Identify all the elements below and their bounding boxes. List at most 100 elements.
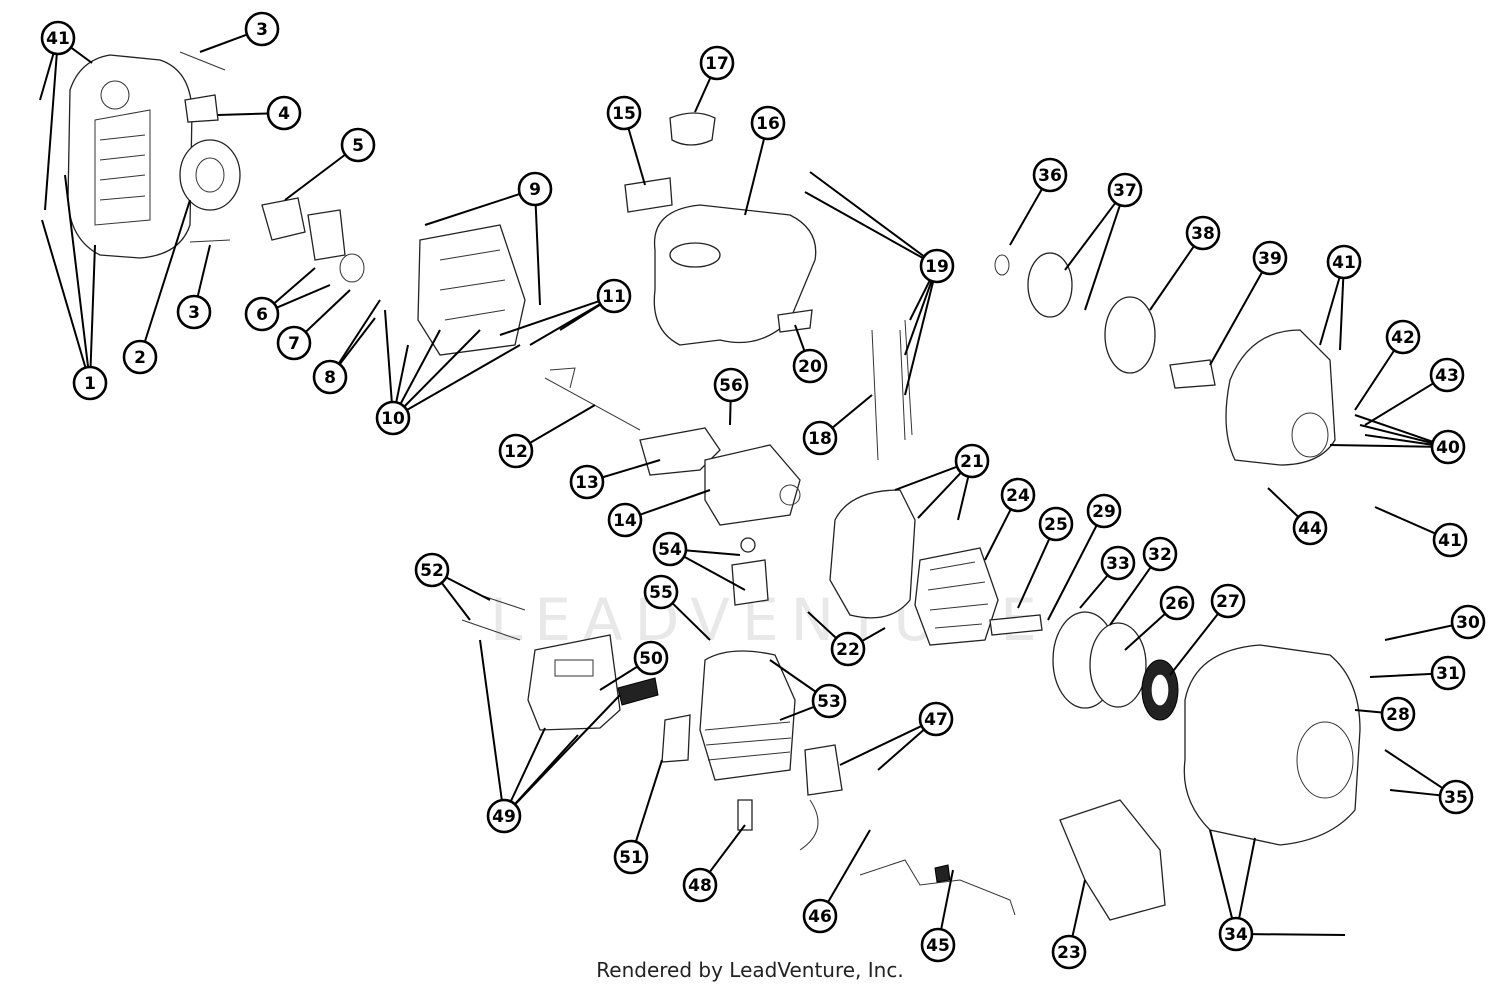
callout-label: 35 <box>1444 788 1468 808</box>
callout-circle <box>1185 215 1221 251</box>
leader-line-c37-0 <box>1064 202 1117 271</box>
leader-line-c1-0 <box>41 219 87 368</box>
footer-credit: Rendered by LeadVenture, Inc. <box>596 958 904 982</box>
leader-line-c22-1 <box>861 627 886 642</box>
leader-line-c35-0 <box>1384 749 1444 790</box>
leader-line-c3a-0 <box>199 33 248 53</box>
leader-line-c35-1 <box>1389 789 1441 797</box>
callout-c43: 43 <box>1429 357 1465 393</box>
leader-line-c38-0 <box>1149 245 1195 311</box>
leader-line-c41c-0 <box>1374 506 1436 535</box>
leader-line-c16-0 <box>744 138 766 216</box>
callout-label: 44 <box>1298 519 1322 539</box>
leader-line-c51-0 <box>634 759 663 843</box>
leader-line-c54-0 <box>685 549 741 556</box>
callout-label: 1 <box>84 374 96 394</box>
callout-circle <box>1432 522 1468 558</box>
callout-circle <box>486 798 522 834</box>
leader-line-c42-0 <box>1354 349 1396 411</box>
callout-label: 48 <box>688 876 712 896</box>
callout-c53: 53 <box>811 683 847 719</box>
callout-circle <box>606 95 642 131</box>
callout-label: 27 <box>1216 592 1240 612</box>
callout-label: 19 <box>925 257 949 277</box>
leader-line-c41a-1 <box>70 46 93 64</box>
callout-c30: 30 <box>1450 604 1486 640</box>
callout-circle <box>830 631 866 667</box>
leader-line-c34-2 <box>1251 933 1346 936</box>
callout-circle <box>633 640 669 676</box>
callout-label: 20 <box>798 357 822 377</box>
callout-circle <box>1107 172 1143 208</box>
callout-label: 43 <box>1435 366 1459 386</box>
leader-line-c53-1 <box>779 705 815 721</box>
callout-circle <box>244 11 280 47</box>
callout-c45: 45 <box>920 927 956 963</box>
callout-label: 55 <box>649 583 673 603</box>
callout-label: 41 <box>1332 253 1356 273</box>
callout-label: 41 <box>1438 531 1462 551</box>
leader-line-c2-0 <box>143 199 191 343</box>
leader-line-c19-2 <box>909 279 931 321</box>
callout-circle <box>122 339 158 375</box>
callout-c1: 1 <box>72 365 108 401</box>
callout-circle <box>1218 916 1254 952</box>
leader-line-c28-0 <box>1354 709 1383 714</box>
callout-circle <box>1100 545 1136 581</box>
callout-circle <box>811 683 847 719</box>
leader-line-c36-0 <box>1009 188 1043 246</box>
part-drawings <box>67 51 1361 921</box>
callout-label: 32 <box>1148 545 1172 565</box>
callout-c29: 29 <box>1086 493 1122 529</box>
callout-c7: 7 <box>276 325 312 361</box>
leader-line-c40-0 <box>1354 414 1434 443</box>
callout-c41a: 41 <box>40 20 76 56</box>
callout-circle <box>1000 477 1036 513</box>
callout-label: 5 <box>352 136 364 156</box>
callout-c42: 42 <box>1385 319 1421 355</box>
callout-circle <box>517 171 553 207</box>
callout-circle <box>1292 510 1328 546</box>
callout-c36: 36 <box>1032 157 1068 193</box>
leader-line-c10-2 <box>399 329 441 405</box>
leader-line-c40-1 <box>1359 424 1433 445</box>
callout-label: 21 <box>960 452 984 472</box>
callout-circle <box>613 839 649 875</box>
leader-line-c5-0 <box>284 153 346 201</box>
callout-circle <box>918 701 954 737</box>
callout-c26: 26 <box>1159 585 1195 621</box>
callout-circle <box>1252 240 1288 276</box>
callout-circle <box>1430 655 1466 691</box>
leader-line-c24-0 <box>984 508 1012 561</box>
callout-label: 13 <box>575 473 599 493</box>
callout-label: 37 <box>1113 181 1137 201</box>
callout-circle <box>375 400 411 436</box>
callout-c47: 47 <box>918 701 954 737</box>
leader-line-c49-1 <box>509 727 546 802</box>
callout-label: 51 <box>619 848 643 868</box>
callout-c52: 52 <box>414 552 450 588</box>
callout-label: 56 <box>719 376 743 396</box>
callout-circle <box>682 867 718 903</box>
callout-c56: 56 <box>713 367 749 403</box>
callout-circle <box>802 898 838 934</box>
leader-line-c29-0 <box>1047 524 1098 621</box>
leader-line-c8-0 <box>337 299 381 365</box>
callout-c41c: 41 <box>1432 522 1468 558</box>
callout-c21: 21 <box>954 443 990 479</box>
leader-line-c6-1 <box>276 284 331 309</box>
callout-label: 3 <box>188 303 200 323</box>
callout-circle <box>266 95 302 131</box>
callout-c3a: 3 <box>244 11 280 47</box>
callout-label: 41 <box>46 29 70 49</box>
callout-label: 11 <box>602 287 626 307</box>
callout-label: 33 <box>1106 554 1130 574</box>
leader-line-c11-2 <box>559 303 601 331</box>
leader-line-c41a-2 <box>44 53 58 211</box>
callout-circle <box>643 574 679 610</box>
leader-line-c52-1 <box>440 582 471 621</box>
callout-label: 2 <box>134 348 146 368</box>
callout-label: 12 <box>504 442 528 462</box>
callout-label: 3 <box>256 20 268 40</box>
